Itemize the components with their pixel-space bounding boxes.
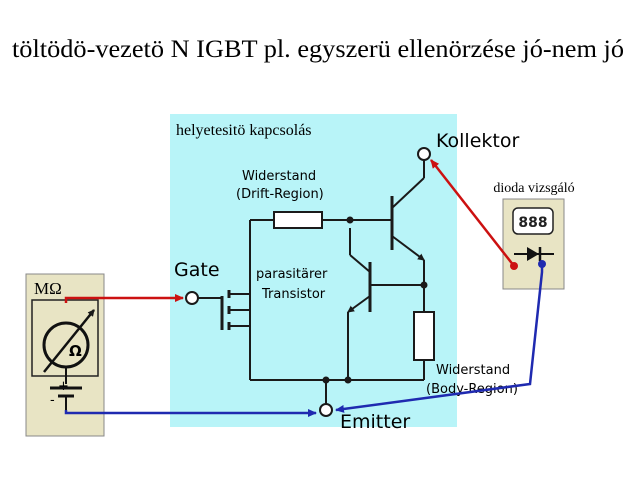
junction-dots (322, 216, 428, 384)
battery-minus: - (50, 393, 55, 408)
equivalent-circuit-label: helyetesitö kapcsolás (176, 122, 312, 139)
drift-label-line1: Widerstand (242, 169, 316, 184)
diode-tester-display (512, 207, 554, 235)
diode-tester-label: dioda vizsgáló (493, 181, 574, 196)
ohmmeter-needle (43, 309, 95, 373)
body-resistor (413, 311, 435, 361)
emitter-label: Emitter (340, 411, 410, 433)
equivalent-circuit-box (170, 114, 457, 427)
blue-test-lead-emitter (64, 409, 317, 417)
drift-label-line2: (Drift-Region) (236, 187, 324, 202)
circuit-wiring (196, 160, 435, 404)
drift-resistor (273, 211, 323, 229)
kollektor-label: Kollektor (436, 130, 519, 152)
diode-tester: 888 (502, 198, 565, 290)
kollektor-terminal[interactable] (417, 147, 431, 161)
red-test-lead-kollektor (430, 159, 515, 267)
gate-terminal[interactable] (185, 291, 199, 305)
body-label-line2: (Body-Region) (426, 382, 518, 397)
red-test-lead-gate (64, 294, 184, 303)
parasitic-label-line2: Transistor (261, 287, 326, 302)
parasitic-label-line1: parasitärer (256, 267, 328, 282)
diode-tester-display-digits: 888 (518, 215, 547, 231)
page-title: töltödö-vezetö N IGBT pl. egyszerü ellen… (12, 36, 624, 63)
body-label-line1: Widerstand (436, 363, 510, 378)
ohm-symbol: Ω (69, 342, 82, 360)
emitter-terminal[interactable] (319, 403, 333, 417)
ohmmeter-label: MΩ (34, 279, 62, 298)
diode-symbol-icon (527, 247, 539, 261)
gate-label: Gate (174, 259, 220, 281)
